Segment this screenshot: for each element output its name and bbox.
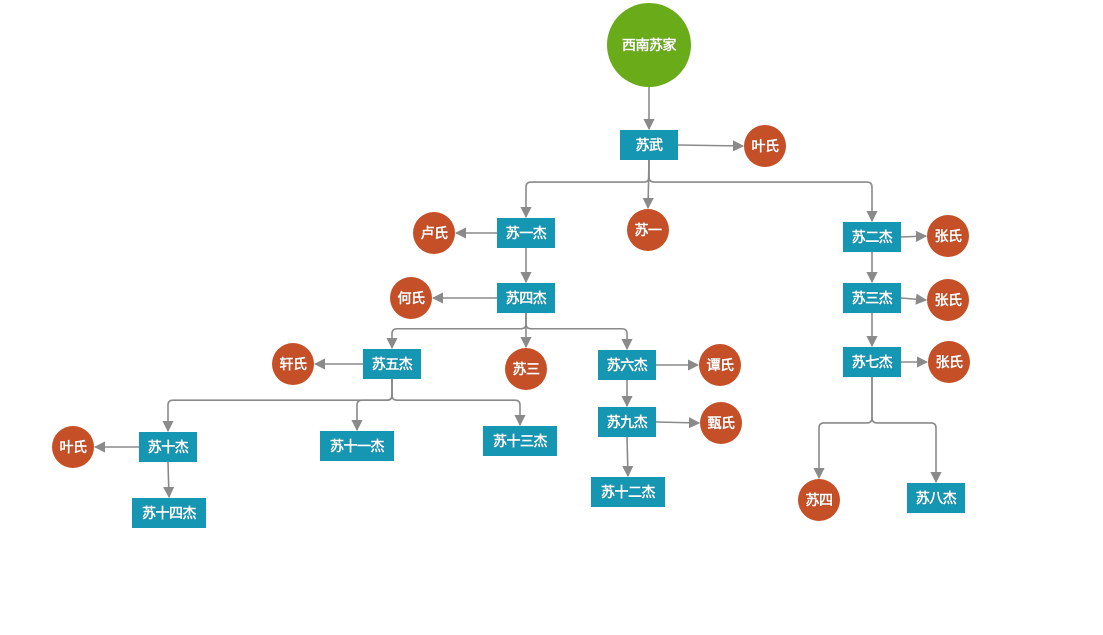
spouse-edge xyxy=(900,230,928,242)
spouse-node-zhangshi[interactable]: 张氏 xyxy=(927,215,969,257)
node-label: 苏十二杰 xyxy=(601,485,656,501)
child-edge xyxy=(351,379,393,432)
node-label: 苏十四杰 xyxy=(142,506,197,522)
node-label: 苏七杰 xyxy=(851,355,893,371)
node-label: 苏十一杰 xyxy=(330,439,385,455)
circle-node-suyi[interactable]: 苏一 xyxy=(627,209,669,251)
spouse-node-tanshi[interactable]: 谭氏 xyxy=(699,344,741,386)
node-label: 苏十杰 xyxy=(147,440,189,456)
spouse-node-yeshi[interactable]: 叶氏 xyxy=(52,426,94,468)
spouse-node-yeshi[interactable]: 叶氏 xyxy=(744,125,786,167)
node-label: 苏一 xyxy=(634,223,663,239)
child-edge xyxy=(813,377,873,480)
node-label: 苏三 xyxy=(512,362,541,378)
node-label: 张氏 xyxy=(934,293,963,309)
spouse-node-zhangshi[interactable]: 张氏 xyxy=(927,279,969,321)
node-label: 甄氏 xyxy=(707,416,736,432)
node-label: 叶氏 xyxy=(59,440,88,456)
node-label: 何氏 xyxy=(397,291,426,307)
spouse-node-xuanshi[interactable]: 轩氏 xyxy=(272,343,314,385)
spouse-node-lushi[interactable]: 卢氏 xyxy=(413,212,455,254)
child-edge xyxy=(871,377,942,484)
node-label: 轩氏 xyxy=(279,357,308,373)
node-label: 西南苏家 xyxy=(622,38,677,54)
child-edge xyxy=(391,379,526,427)
node-label: 苏三杰 xyxy=(851,291,893,307)
circle-node-susan[interactable]: 苏三 xyxy=(505,348,547,390)
person-node-sushierjie[interactable]: 苏十二杰 xyxy=(591,477,665,507)
node-label: 苏一杰 xyxy=(505,226,547,242)
node-label: 苏十三杰 xyxy=(493,434,548,450)
spouse-node-zhangshi[interactable]: 张氏 xyxy=(928,341,970,383)
node-label: 苏四杰 xyxy=(505,291,547,307)
spouse-node-zhenshi[interactable]: 甄氏 xyxy=(700,402,742,444)
circle-node-susi[interactable]: 苏四 xyxy=(798,479,840,521)
person-node-sushiyijie[interactable]: 苏十一杰 xyxy=(320,431,394,461)
spouse-node-heshi[interactable]: 何氏 xyxy=(390,277,432,319)
person-node-suyijie[interactable]: 苏一杰 xyxy=(497,218,555,248)
person-node-susijie[interactable]: 苏四杰 xyxy=(497,283,555,313)
child-edge xyxy=(162,379,393,433)
node-label: 苏九杰 xyxy=(606,415,648,431)
person-node-suwujie[interactable]: 苏五杰 xyxy=(363,349,421,379)
person-node-suliujie[interactable]: 苏六杰 xyxy=(598,350,656,380)
person-node-suerjie[interactable]: 苏二杰 xyxy=(843,222,901,252)
node-label: 张氏 xyxy=(935,355,964,371)
node-label: 苏五杰 xyxy=(371,357,413,373)
child-edge xyxy=(525,313,633,351)
child-edge xyxy=(520,160,650,219)
node-label: 张氏 xyxy=(934,229,963,245)
node-label: 苏六杰 xyxy=(606,358,648,374)
node-label: 谭氏 xyxy=(706,358,735,374)
root-node-xinan-su-family[interactable]: 西南苏家 xyxy=(607,3,691,87)
person-node-sujiujie[interactable]: 苏九杰 xyxy=(598,407,656,437)
node-label: 苏二杰 xyxy=(851,230,893,246)
person-node-suqijie[interactable]: 苏七杰 xyxy=(843,347,901,377)
person-node-susanjie[interactable]: 苏三杰 xyxy=(843,283,901,313)
person-node-sushisijie[interactable]: 苏十四杰 xyxy=(132,498,206,528)
node-label: 叶氏 xyxy=(751,139,780,155)
node-label: 苏八杰 xyxy=(915,491,957,507)
node-label: 卢氏 xyxy=(420,226,449,242)
spouse-edge xyxy=(900,293,928,305)
node-label: 苏武 xyxy=(635,138,664,154)
child-edge xyxy=(648,160,878,223)
child-edge xyxy=(163,461,175,499)
spouse-edge xyxy=(655,417,701,429)
person-node-sushisanjie[interactable]: 苏十三杰 xyxy=(483,426,557,456)
person-node-suwu[interactable]: 苏武 xyxy=(620,130,678,160)
child-edge xyxy=(622,436,634,478)
person-node-subajie[interactable]: 苏八杰 xyxy=(907,483,965,513)
spouse-edge xyxy=(677,140,745,152)
person-node-sushijie[interactable]: 苏十杰 xyxy=(139,432,197,462)
node-label: 苏四 xyxy=(805,493,834,509)
